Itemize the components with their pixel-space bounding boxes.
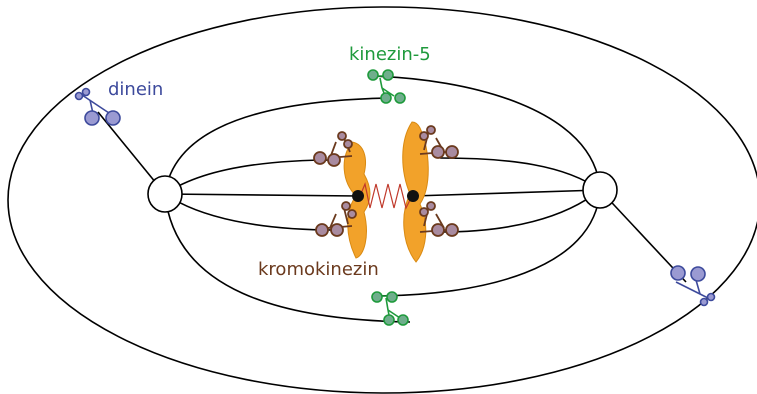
kinesin5-motor-top (367, 69, 406, 104)
kinetochore-microtubule-left (164, 193, 359, 197)
chromokinesin-motor-right-upper (419, 125, 459, 159)
label-chromokinesin: kromokinezin (258, 259, 379, 280)
polar-microtubule-bottom-right (371, 189, 601, 297)
label-dynein: dinein (108, 79, 163, 100)
centrosome-right (582, 171, 618, 209)
microtubule-right-lower (439, 189, 601, 233)
label-kinesin5: kinezin-5 (349, 44, 431, 65)
polar-microtubule-top-right (367, 75, 601, 191)
kinetochore-right (407, 190, 419, 202)
polar-microtubule-top-left (164, 97, 391, 195)
kinetochore-left (352, 190, 364, 202)
chromokinesin-motor-left-lower (315, 201, 357, 237)
microtubule-left-lower (164, 193, 336, 231)
polar-microtubule-bottom-left (164, 193, 411, 323)
cell-outline (7, 6, 757, 394)
kinetochore-microtubule-right (412, 189, 601, 197)
chromokinesin-motor-right-lower (419, 201, 459, 237)
astral-microtubule-right (599, 189, 687, 283)
dynein-motor-right (670, 265, 716, 307)
dynein-motor-left (74, 87, 121, 126)
microtubule-left-upper (164, 159, 336, 195)
microtubule-right-upper (439, 157, 601, 191)
centrosome-left (147, 175, 183, 213)
chromokinesin-motor-left-upper (313, 131, 353, 167)
kinesin5-motor-bottom (371, 291, 409, 326)
cohesin-spring (359, 181, 413, 210)
